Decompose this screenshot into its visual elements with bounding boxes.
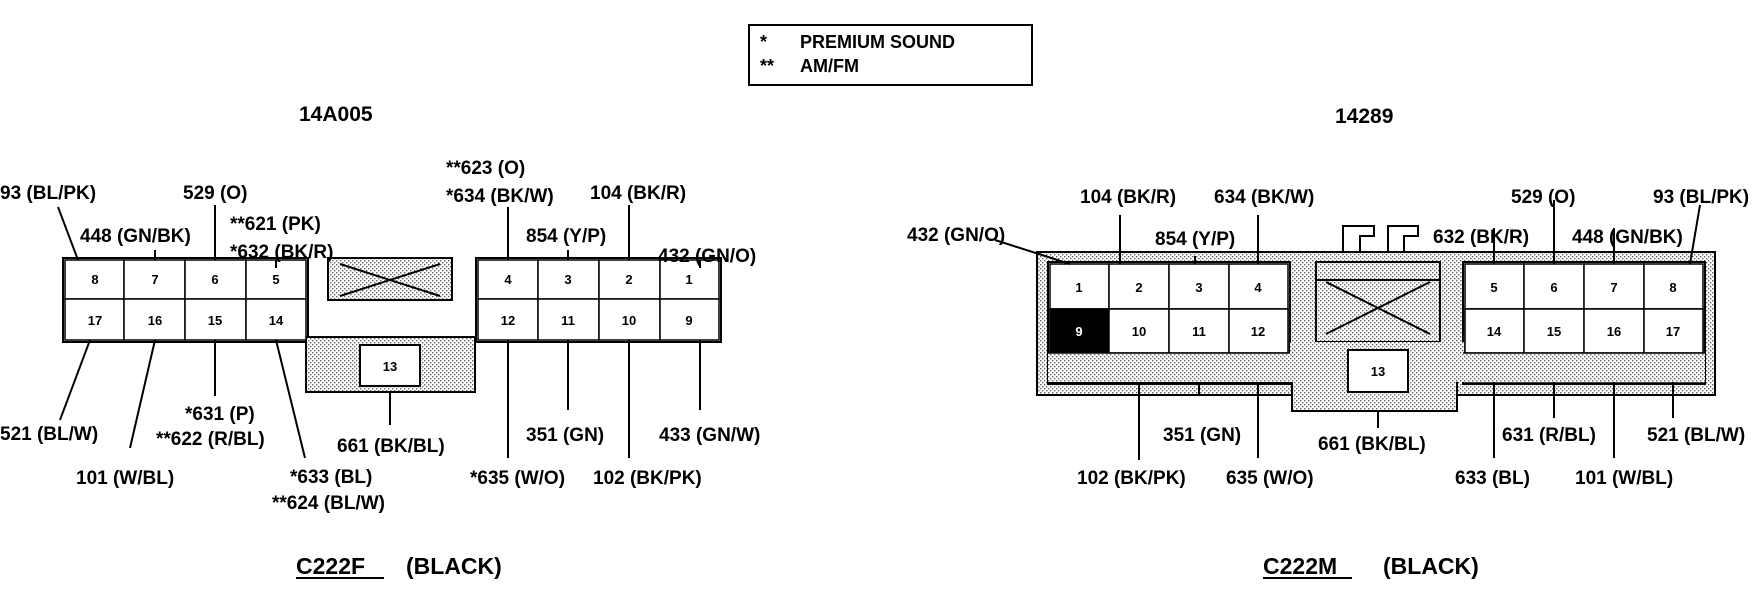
wire-label: 634 (BK/W) — [1214, 187, 1314, 208]
pin-3: 3 — [1195, 280, 1202, 295]
connector-name-c222f: C222F — [296, 553, 365, 579]
pin-3: 3 — [564, 272, 571, 287]
pin-12: 12 — [1251, 324, 1265, 339]
pin-10: 10 — [622, 313, 636, 328]
pin-7: 7 — [151, 272, 158, 287]
wire-label: 102 (BK/PK) — [1077, 468, 1186, 489]
wires-bottom — [59, 339, 701, 459]
wire-label: 104 (BK/R) — [590, 183, 686, 204]
pin-13: 13 — [1371, 364, 1385, 379]
wire-label: 529 (O) — [183, 183, 247, 204]
pin-8: 8 — [91, 272, 98, 287]
wires-bottom — [1138, 382, 1674, 460]
wire-label: 448 (GN/BK) — [1572, 227, 1683, 248]
connector-color: (BLACK) — [406, 553, 502, 579]
wire-label: 529 (O) — [1511, 187, 1575, 208]
pin-16: 16 — [1607, 324, 1621, 339]
pin-6: 6 — [1550, 280, 1557, 295]
wire-label: 432 (GN/O) — [658, 246, 756, 267]
pin-5: 5 — [1490, 280, 1497, 295]
wires-top — [57, 205, 701, 268]
legend-box: * PREMIUM SOUND ** AM/FM — [748, 24, 1033, 86]
pin-4: 4 — [504, 272, 512, 287]
legend-mark-amfm: ** — [760, 56, 774, 76]
legend-text-amfm: AM/FM — [800, 56, 859, 76]
pin-11: 11 — [1192, 324, 1206, 339]
wire-label: 854 (Y/P) — [526, 226, 606, 247]
wire-label: 93 (BL/PK) — [1653, 187, 1749, 208]
pin-17: 17 — [1666, 324, 1680, 339]
wire-label: 633 (BL) — [1455, 468, 1530, 489]
pin-10: 10 — [1132, 324, 1146, 339]
wire-label: *633 (BL) — [290, 467, 372, 488]
pin-15: 15 — [1547, 324, 1561, 339]
connector-color: (BLACK) — [1383, 553, 1479, 579]
wire-label: 93 (BL/PK) — [0, 183, 96, 204]
wire-label: 433 (GN/W) — [659, 425, 760, 446]
wire-label: 521 (BL/W) — [0, 424, 98, 445]
wire-label: **621 (PK) — [230, 214, 321, 235]
pin-cells-bottom — [64, 298, 720, 387]
wire-label: **623 (O) — [446, 158, 525, 179]
wire-label: 101 (W/BL) — [1575, 468, 1673, 489]
wire-label: 854 (Y/P) — [1155, 229, 1235, 250]
pin-17: 17 — [88, 313, 102, 328]
connector-name-c222m: C222M — [1263, 553, 1337, 579]
wire-label: *632 (BK/R) — [230, 242, 333, 263]
pin-16: 16 — [148, 313, 162, 328]
wire-label: **624 (BL/W) — [272, 493, 385, 514]
wire-label: 104 (BK/R) — [1080, 187, 1176, 208]
part-number-14289: 14289 — [1335, 105, 1393, 128]
pin-15: 15 — [208, 313, 222, 328]
pin-1: 1 — [1075, 280, 1082, 295]
wire-label: 661 (BK/BL) — [1318, 434, 1426, 455]
wire-label: 635 (W/O) — [1226, 468, 1314, 489]
pin-4: 4 — [1254, 280, 1262, 295]
wire-label: *634 (BK/W) — [446, 186, 554, 207]
legend-text-premium: PREMIUM SOUND — [800, 32, 955, 52]
wire-label: 521 (BL/W) — [1647, 425, 1745, 446]
pin-9: 9 — [685, 313, 692, 328]
legend-mark-premium: * — [760, 32, 767, 52]
wires-top — [994, 200, 1701, 265]
wire-label: 351 (GN) — [526, 425, 604, 446]
pin-7: 7 — [1610, 280, 1617, 295]
pin-13: 13 — [383, 359, 397, 374]
connector-c222m: 14289 1 2 3 4 5 6 — [907, 105, 1749, 579]
wire-label: 102 (BK/PK) — [593, 468, 702, 489]
pin-1: 1 — [685, 272, 692, 287]
pin-2: 2 — [1135, 280, 1142, 295]
pin-14: 14 — [269, 313, 284, 328]
wire-label: 351 (GN) — [1163, 425, 1241, 446]
wire-label: **622 (R/BL) — [156, 429, 265, 450]
pin-14: 14 — [1487, 324, 1502, 339]
wire-label: 631 (R/BL) — [1502, 425, 1596, 446]
wire-label: *635 (W/O) — [470, 468, 565, 489]
wire-label: 448 (GN/BK) — [80, 226, 191, 247]
pin-11: 11 — [561, 313, 575, 328]
wire-label: 661 (BK/BL) — [337, 436, 445, 457]
pin-6: 6 — [211, 272, 218, 287]
wire-label: 432 (GN/O) — [907, 225, 1005, 246]
pin-9: 9 — [1075, 324, 1082, 339]
wire-label: 632 (BK/R) — [1433, 227, 1529, 248]
pin-12: 12 — [501, 313, 515, 328]
part-number-14a005: 14A005 — [299, 103, 373, 126]
connector-c222f: 14A005 8 7 6 5 4 3 2 1 — [0, 103, 760, 579]
pin-5: 5 — [272, 272, 279, 287]
pin-2: 2 — [625, 272, 632, 287]
pin-8: 8 — [1669, 280, 1676, 295]
wire-label: *631 (P) — [185, 404, 255, 425]
wire-label: 101 (W/BL) — [76, 468, 174, 489]
